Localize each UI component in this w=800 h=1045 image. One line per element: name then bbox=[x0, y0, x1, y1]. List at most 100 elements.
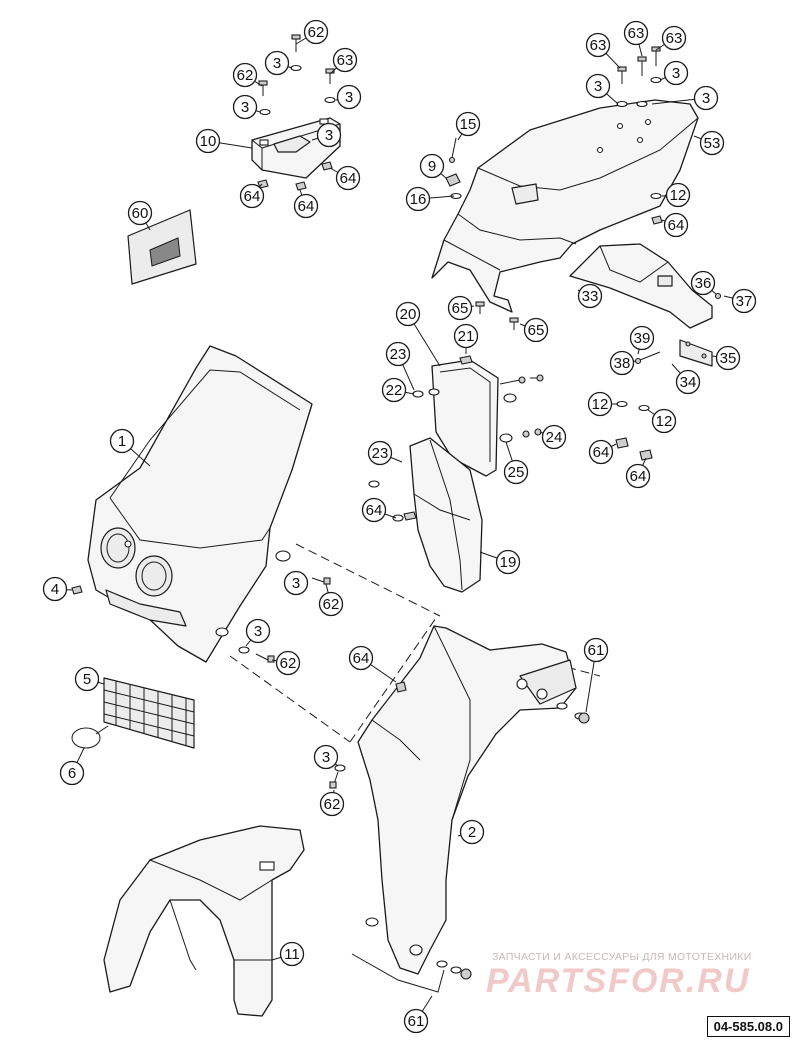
callout-label: 3 bbox=[594, 78, 602, 95]
callout-label: 62 bbox=[323, 596, 340, 613]
callout-circle bbox=[74, 666, 100, 692]
callout-9: 9 bbox=[419, 153, 447, 179]
callout-circle bbox=[455, 111, 481, 137]
callout-64: 64 bbox=[293, 189, 319, 219]
callout-64: 64 bbox=[625, 457, 651, 489]
callout-label: 64 bbox=[298, 198, 315, 215]
callout-circle bbox=[623, 20, 649, 46]
cable-tie-part bbox=[71, 725, 109, 749]
callout-12: 12 bbox=[647, 408, 677, 434]
callout-5: 5 bbox=[74, 666, 105, 692]
callout-circle bbox=[693, 85, 719, 111]
callout-3: 3 bbox=[659, 60, 689, 86]
callout-6: 6 bbox=[59, 747, 85, 786]
callout-label: 3 bbox=[325, 127, 333, 144]
callout-62: 62 bbox=[295, 19, 329, 45]
callout-circle bbox=[583, 637, 609, 663]
callout-circle bbox=[503, 459, 529, 485]
callout-15: 15 bbox=[455, 111, 481, 141]
callout-37: 37 bbox=[723, 288, 757, 314]
callout-63: 63 bbox=[655, 25, 687, 51]
callout-circle bbox=[588, 439, 614, 465]
callout-circle bbox=[42, 576, 68, 602]
fender-rear-section-part bbox=[569, 243, 713, 329]
callout-62: 62 bbox=[271, 650, 301, 676]
callout-label: 3 bbox=[672, 65, 680, 82]
callout-circle bbox=[587, 391, 613, 417]
callout-35: 35 bbox=[711, 345, 741, 371]
callout-23: 23 bbox=[367, 440, 403, 466]
callout-label: 21 bbox=[458, 328, 475, 345]
callout-label: 23 bbox=[372, 445, 389, 462]
hardware-fasteners bbox=[71, 34, 722, 980]
callout-label: 37 bbox=[736, 293, 753, 310]
callout-circle bbox=[336, 84, 362, 110]
callout-label: 23 bbox=[390, 346, 407, 363]
callout-label: 3 bbox=[241, 99, 249, 116]
callout-label: 39 bbox=[634, 330, 651, 347]
callout-circle bbox=[59, 760, 85, 786]
callout-39: 39 bbox=[629, 325, 655, 355]
callout-circle bbox=[585, 32, 611, 58]
callout-circle bbox=[245, 618, 271, 644]
callout-label: 20 bbox=[400, 306, 417, 323]
callout-22: 22 bbox=[381, 377, 415, 403]
callout-circle bbox=[318, 591, 344, 617]
callout-circle bbox=[651, 408, 677, 434]
callout-12: 12 bbox=[587, 391, 618, 417]
callout-label: 24 bbox=[546, 429, 563, 446]
diagram-reference-code: 04-585.08.0 bbox=[706, 1016, 790, 1037]
callout-circle bbox=[232, 94, 258, 120]
callout-label: 1 bbox=[118, 433, 126, 450]
callout-circle bbox=[625, 463, 651, 489]
callout-63: 63 bbox=[585, 32, 621, 69]
callout-circle bbox=[283, 570, 309, 596]
callout-65: 65 bbox=[519, 317, 549, 343]
callout-label: 22 bbox=[386, 382, 403, 399]
callout-2: 2 bbox=[457, 819, 485, 845]
callout-label: 3 bbox=[322, 749, 330, 766]
callout-circle bbox=[447, 295, 473, 321]
callout-circle bbox=[195, 128, 221, 154]
callout-62: 62 bbox=[232, 62, 263, 88]
callout-3: 3 bbox=[245, 618, 271, 647]
callout-circle bbox=[361, 497, 387, 523]
callout-4: 4 bbox=[42, 576, 73, 602]
callout-circle bbox=[109, 428, 135, 454]
callout-63: 63 bbox=[329, 47, 358, 75]
callout-65: 65 bbox=[447, 295, 475, 321]
callout-21: 21 bbox=[453, 323, 479, 354]
callout-circle bbox=[381, 377, 407, 403]
callout-25: 25 bbox=[503, 441, 529, 485]
callout-label: 61 bbox=[408, 1013, 425, 1030]
callout-20: 20 bbox=[395, 301, 441, 367]
callout-circle bbox=[367, 440, 393, 466]
callout-circle bbox=[609, 350, 635, 376]
callout-circle bbox=[279, 941, 305, 967]
callout-circle bbox=[127, 200, 153, 226]
license-plate-bracket-part bbox=[431, 359, 499, 477]
callout-12: 12 bbox=[661, 182, 691, 208]
callout-circle bbox=[232, 62, 258, 88]
callout-circle bbox=[293, 193, 319, 219]
callout-36: 36 bbox=[690, 270, 717, 296]
callout-label: 6 bbox=[68, 765, 76, 782]
callout-circle bbox=[495, 549, 521, 575]
callout-circle bbox=[348, 645, 374, 671]
callout-circle bbox=[332, 47, 358, 73]
callout-label: 33 bbox=[582, 288, 599, 305]
callout-16: 16 bbox=[405, 186, 455, 212]
callout-circle bbox=[316, 122, 342, 148]
callout-label: 62 bbox=[237, 67, 254, 84]
decal-part bbox=[127, 209, 197, 285]
callout-circle bbox=[405, 186, 431, 212]
callout-circle bbox=[699, 130, 725, 156]
callout-64: 64 bbox=[661, 212, 689, 238]
callout-circle bbox=[459, 819, 485, 845]
callout-circle bbox=[395, 301, 421, 327]
callout-62: 62 bbox=[319, 789, 345, 817]
callout-label: 3 bbox=[254, 623, 262, 640]
callout-label: 15 bbox=[460, 116, 477, 133]
callout-1: 1 bbox=[109, 428, 151, 467]
